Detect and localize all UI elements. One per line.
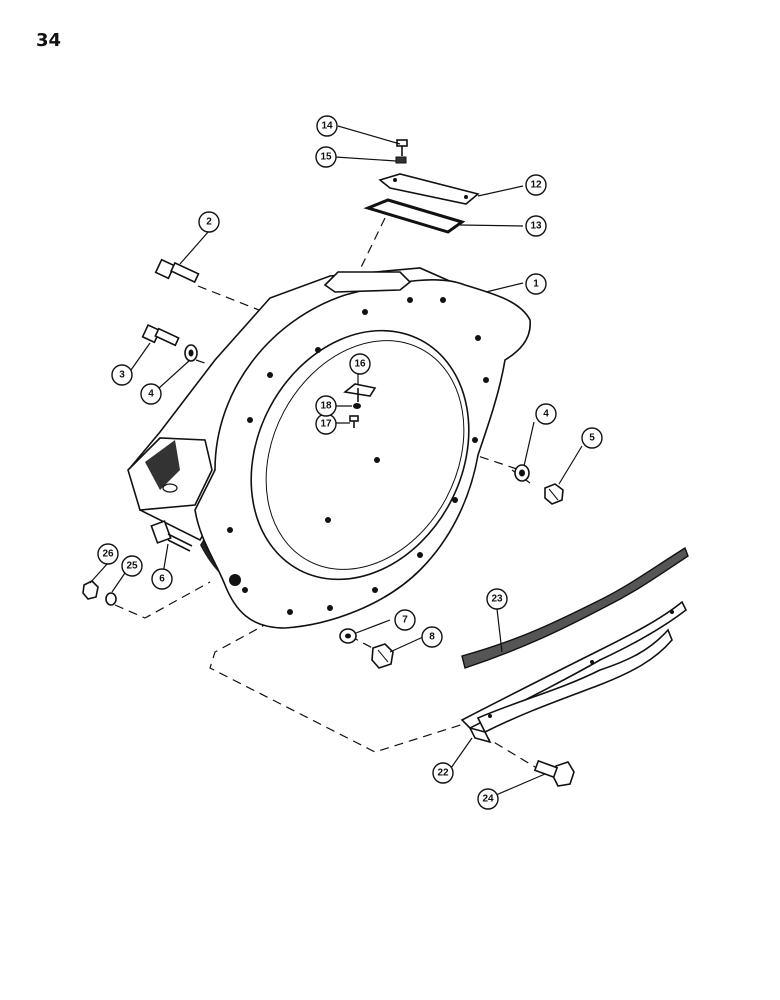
part-5-nut <box>544 483 564 505</box>
callout-1: 1 <box>525 273 547 295</box>
page-number: 34 <box>36 30 62 51</box>
part-7-washer <box>339 628 357 644</box>
leader-lines <box>89 125 583 796</box>
callout-15: 15 <box>315 146 337 168</box>
callout-26: 26 <box>97 543 119 565</box>
svg-text:4: 4 <box>148 389 154 400</box>
part-26-nut <box>82 580 99 600</box>
callouts: 1 2 3 4 4 5 6 7 8 12 13 14 15 16 17 18 2… <box>97 115 603 810</box>
svg-text:13: 13 <box>530 221 542 232</box>
callout-4-right: 4 <box>535 403 557 425</box>
svg-text:23: 23 <box>491 594 503 605</box>
svg-text:6: 6 <box>159 574 165 585</box>
svg-text:7: 7 <box>402 615 408 626</box>
part-8-nut <box>371 643 394 669</box>
svg-text:2: 2 <box>206 217 212 228</box>
callout-6: 6 <box>151 568 173 590</box>
svg-text:24: 24 <box>482 794 494 805</box>
callout-13: 13 <box>525 215 547 237</box>
callout-8: 8 <box>421 626 443 648</box>
svg-text:22: 22 <box>437 768 449 779</box>
svg-text:5: 5 <box>589 433 595 444</box>
part-6-stud <box>150 520 193 552</box>
part-24-bolt <box>533 759 575 787</box>
callout-16: 16 <box>349 353 371 375</box>
callout-14: 14 <box>316 115 338 137</box>
svg-text:17: 17 <box>320 419 332 430</box>
svg-text:1: 1 <box>533 279 539 290</box>
part-16-bracket <box>343 383 377 402</box>
svg-text:15: 15 <box>320 152 332 163</box>
callout-18: 18 <box>315 395 337 417</box>
part-2-bolt <box>154 258 200 284</box>
svg-text:12: 12 <box>530 180 542 191</box>
svg-text:25: 25 <box>126 561 138 572</box>
callout-23: 23 <box>486 588 508 610</box>
svg-text:4: 4 <box>543 409 549 420</box>
callout-3: 3 <box>111 364 133 386</box>
callout-17: 17 <box>315 413 337 435</box>
callout-12: 12 <box>525 174 547 196</box>
part-3-bolt <box>141 323 180 347</box>
part-23-seal-strip <box>461 546 689 669</box>
part-4-washer-left <box>184 344 198 362</box>
part-15-lockwasher <box>395 156 407 164</box>
part-17-screw <box>349 415 359 428</box>
flywheel-housing <box>127 267 531 629</box>
part-14-screw <box>396 139 408 156</box>
svg-text:8: 8 <box>429 632 435 643</box>
callout-5: 5 <box>581 427 603 449</box>
callout-4-left: 4 <box>140 383 162 405</box>
callout-7: 7 <box>394 609 416 631</box>
svg-text:26: 26 <box>102 549 114 560</box>
part-22-retainer <box>460 600 688 744</box>
part-12-cover-plate <box>378 173 480 205</box>
part-18-washer <box>353 403 361 409</box>
callout-25: 25 <box>121 555 143 577</box>
part-13-gasket <box>363 198 466 234</box>
callout-2: 2 <box>198 211 220 233</box>
part-4-washer-right <box>514 464 530 482</box>
svg-text:16: 16 <box>354 359 366 370</box>
part-25-lockwasher <box>105 592 117 606</box>
svg-text:18: 18 <box>320 401 332 412</box>
svg-text:3: 3 <box>119 370 125 381</box>
callout-22: 22 <box>432 762 454 784</box>
callout-24: 24 <box>477 788 499 810</box>
svg-text:14: 14 <box>321 121 333 132</box>
